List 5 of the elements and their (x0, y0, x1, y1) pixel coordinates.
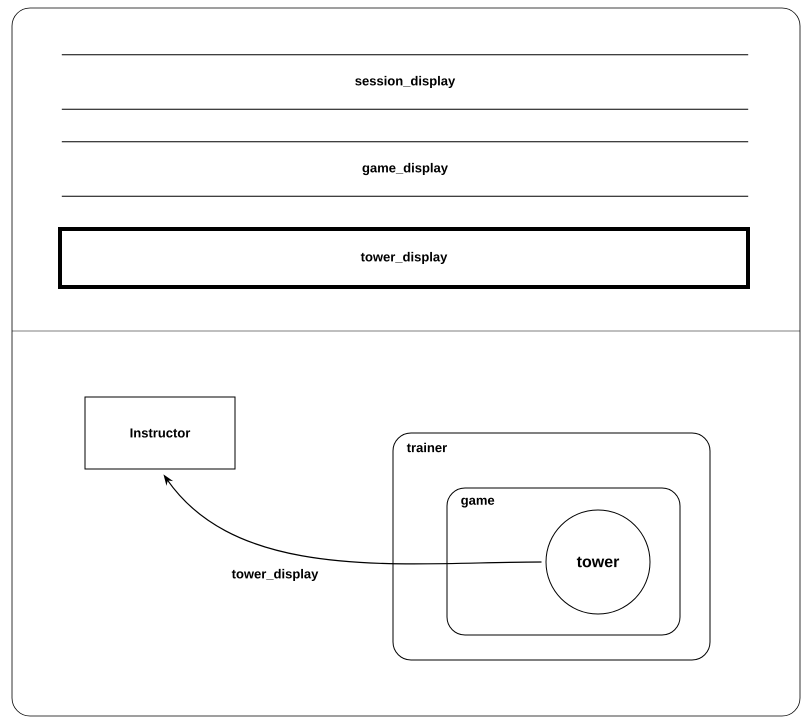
band: session_display (61, 54, 749, 110)
actor-box: Instructor (84, 396, 236, 470)
edge-label: tower_display (232, 568, 318, 582)
band: game_display (61, 141, 749, 197)
highlighted-box: tower_display (58, 227, 750, 289)
